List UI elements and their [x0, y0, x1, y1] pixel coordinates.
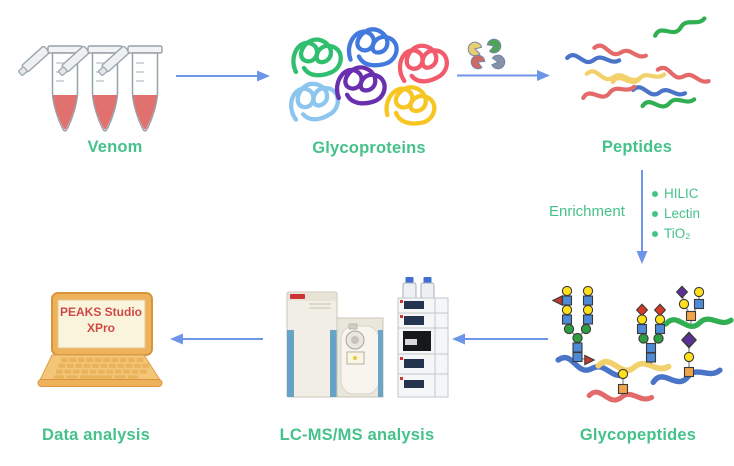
protease-enzyme-icon	[468, 52, 487, 72]
venom-tubes	[18, 45, 163, 132]
arrow-left-icon	[452, 333, 548, 345]
mass-spectrometer-icon	[286, 277, 449, 398]
glycan-structure-icon	[636, 303, 666, 364]
glycan-structure-icon	[617, 368, 629, 395]
peptide-squiggle-icon	[666, 319, 731, 326]
glycoprotein-tangle-icon	[384, 83, 438, 128]
list-item: TiO₂	[652, 226, 700, 241]
glycan-structure-icon	[676, 285, 705, 324]
protease-enzyme-icon	[466, 40, 483, 58]
laptop-screen-text: PEAKS Studio XPro	[55, 304, 147, 336]
glycoprotein-tangle-icon	[348, 27, 399, 68]
glycan-structure-icon	[552, 285, 595, 366]
bullet-icon	[652, 230, 658, 237]
method-label: HILIC	[664, 186, 699, 201]
data-analysis-label: Data analysis	[41, 426, 151, 444]
glycopeptides-label: Glycopeptides	[579, 426, 697, 444]
glycoproteins-label: Glycoproteins	[312, 139, 426, 157]
laptop-icon	[37, 292, 163, 387]
arrow-left-icon	[170, 333, 263, 345]
enrichment-label: Enrichment	[549, 203, 625, 220]
flow-arrows	[170, 70, 648, 345]
peptide-squiggle-icon	[654, 18, 706, 38]
peptides-label: Peptides	[601, 138, 673, 156]
eppendorf-tube-icon	[98, 45, 163, 132]
bullet-icon	[652, 210, 658, 217]
laptop-screen-line2: XPro	[86, 321, 115, 336]
glycan-structure-icon	[681, 331, 697, 378]
bullet-icon	[652, 190, 658, 197]
method-label: Lectin	[664, 206, 701, 221]
peptide-squiggle-icon	[567, 54, 619, 65]
glycoprotein-tangle-icon	[336, 65, 386, 105]
glycoprotein-tangle-icon	[293, 39, 340, 75]
venom-label: Venom	[87, 138, 143, 156]
list-item: Lectin	[652, 206, 700, 221]
peptide-squiggle-icon	[633, 86, 685, 98]
peptide-squiggle-icon	[642, 99, 694, 108]
arrow-right-icon	[176, 70, 270, 82]
peptide-squiggle-icon	[583, 86, 635, 100]
list-item: HILIC	[652, 186, 700, 201]
enzyme-cluster	[466, 36, 506, 72]
peptide-cluster	[567, 18, 709, 108]
laptop-screen-line1: PEAKS Studio	[59, 305, 142, 319]
arrow-right-icon	[457, 70, 550, 81]
laptop-keyboard	[54, 358, 150, 379]
lcmsms-label: LC-MS/MS analysis	[279, 426, 435, 444]
glycoprotein-cluster	[288, 27, 449, 128]
protease-enzyme-icon	[485, 36, 504, 55]
arrow-down-icon	[636, 170, 648, 264]
glycoprotein-tangle-icon	[397, 42, 449, 84]
protease-enzyme-icon	[491, 54, 506, 70]
glycoprotein-tangle-icon	[288, 80, 341, 123]
glycopeptide-cluster	[552, 285, 731, 403]
enrichment-method-list: HILIC Lectin TiO₂	[652, 186, 700, 241]
method-label: TiO₂	[664, 226, 691, 241]
